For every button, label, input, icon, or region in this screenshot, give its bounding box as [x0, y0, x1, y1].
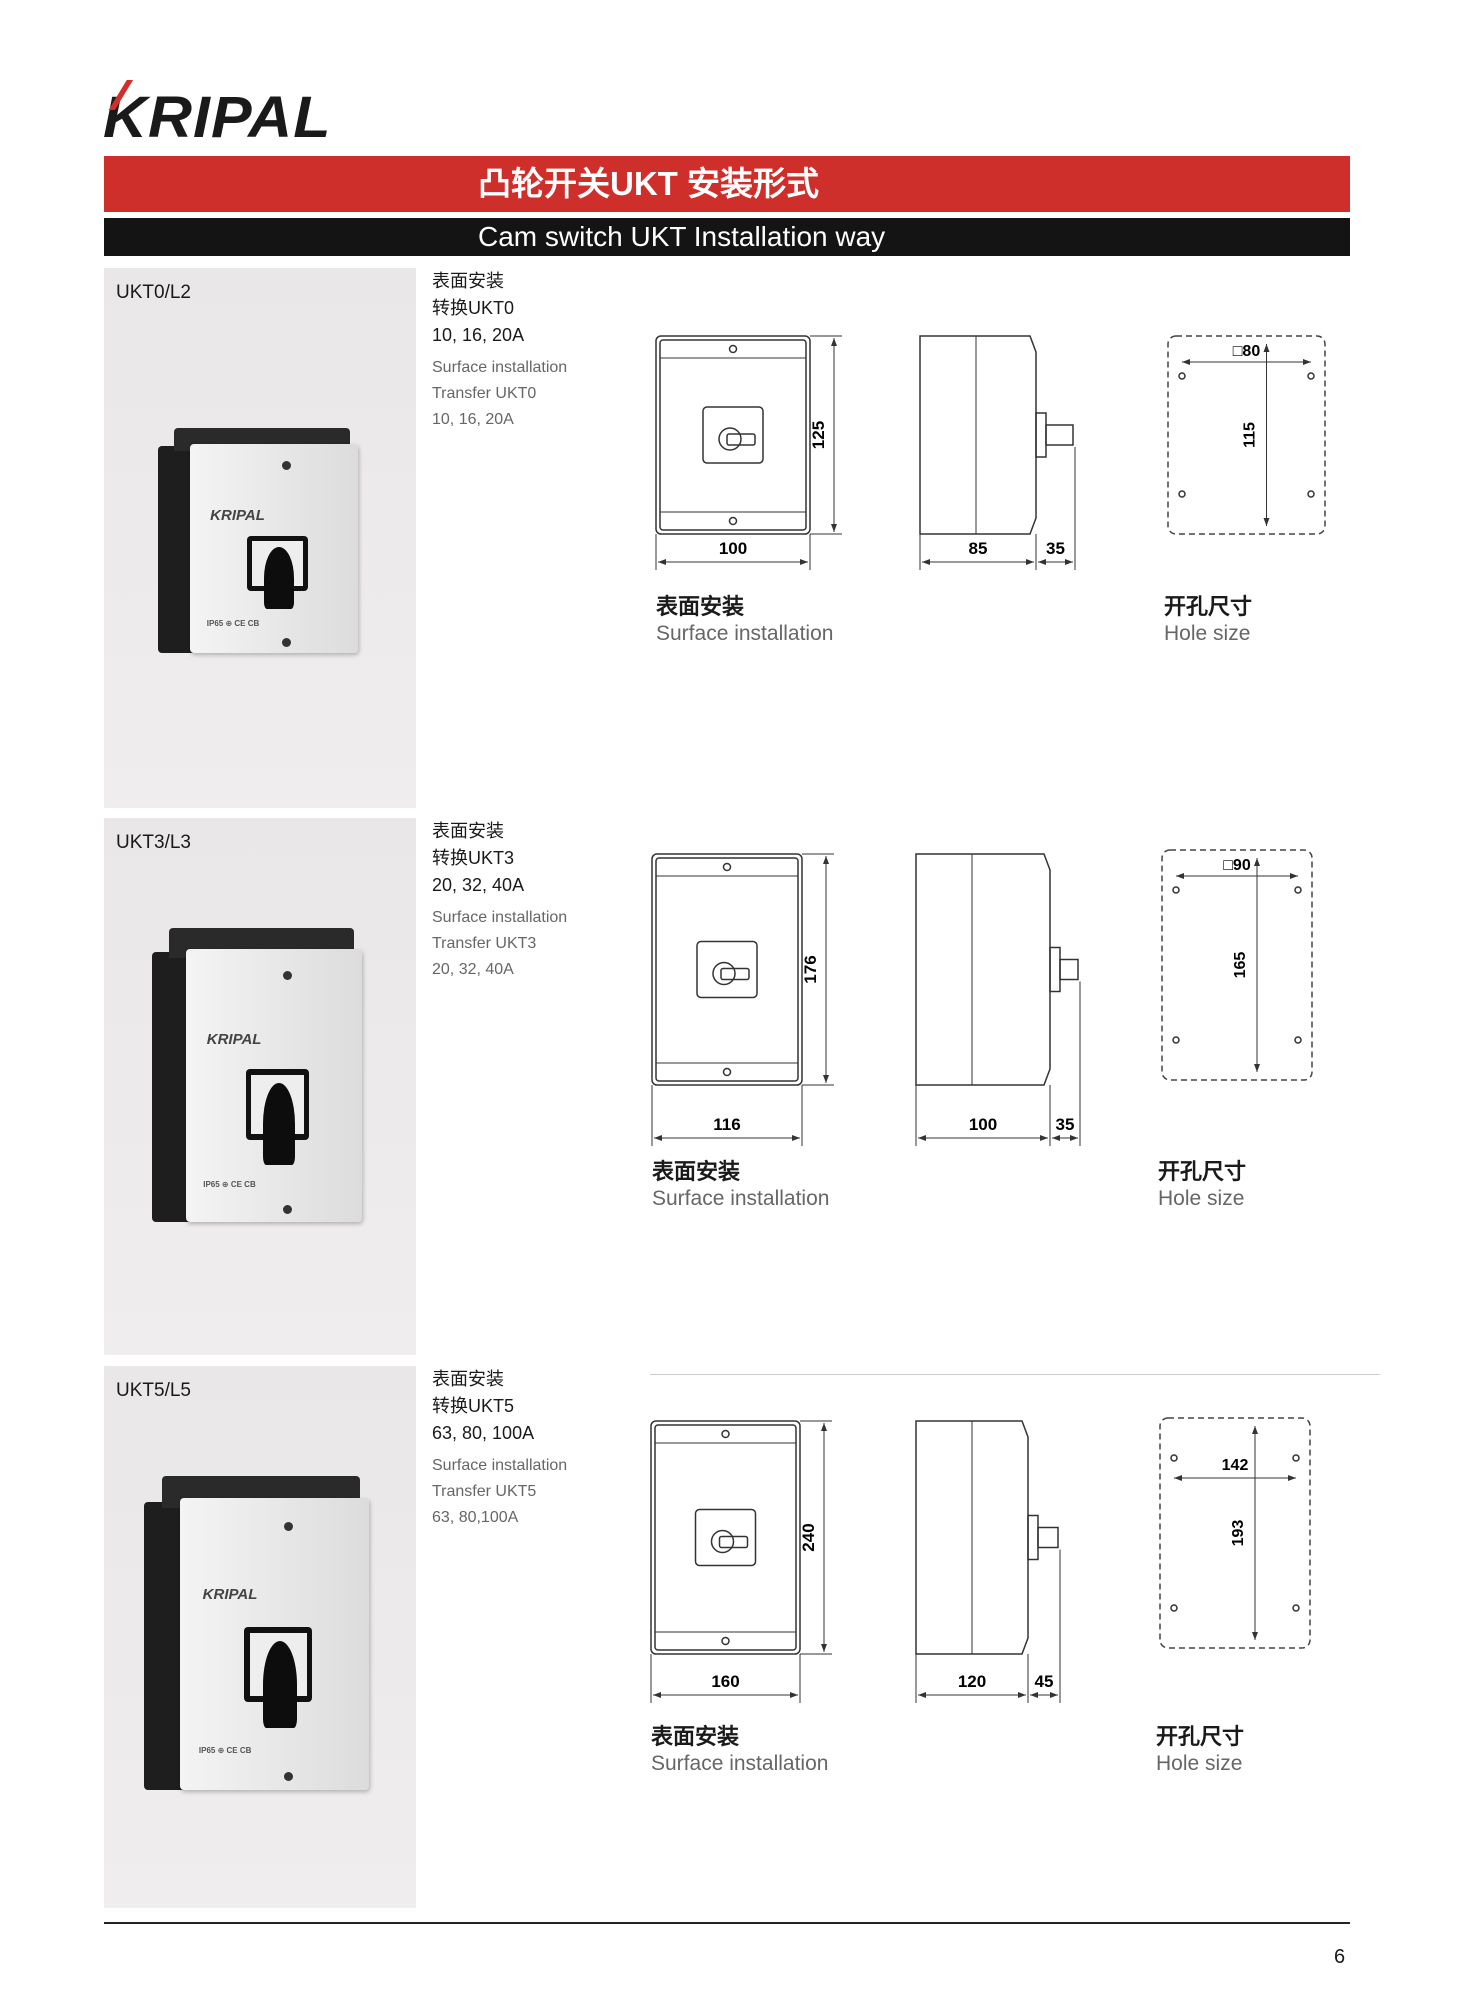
photo-marking: IP65 ⊕ CE CB	[206, 619, 260, 629]
dim-depth: 85	[969, 539, 988, 558]
hole-size-view	[1159, 1417, 1311, 1649]
label-surface-cn: 表面安装	[656, 594, 744, 619]
desc-cn-0: 表面安装	[432, 821, 504, 841]
dim-height: 176	[801, 955, 820, 983]
switch-enclosure-image: KRIPAL IP65 ⊕ CE CB	[144, 1476, 369, 1796]
kripal-logo: KRIPAL	[103, 80, 331, 151]
rotary-knob-icon	[263, 1082, 295, 1165]
label-surface-en: Surface installation	[652, 1187, 829, 1210]
footer-rule	[104, 1922, 1350, 1924]
dim-height: 125	[809, 421, 828, 449]
dim-width: 116	[713, 1115, 740, 1134]
product-photo-panel: UKT5/L5 KRIPAL IP65 ⊕ CE CB	[104, 1366, 416, 1908]
section-divider	[650, 1374, 1380, 1375]
photo-marking: IP65 ⊕ CE CB	[198, 1745, 252, 1755]
hole-size-view	[1161, 849, 1313, 1081]
label-hole-cn: 开孔尺寸	[1164, 594, 1252, 619]
label-hole-cn: 开孔尺寸	[1156, 1724, 1244, 1749]
desc-en-0: Surface installation	[432, 909, 568, 926]
label-hole-en: Hole size	[1156, 1752, 1242, 1775]
desc-cn-1: 转换UKT0	[432, 298, 515, 318]
desc-en-1: Transfer UKT3	[432, 935, 537, 952]
dim-hole-height: 115	[1242, 422, 1259, 448]
product-section: UKT5/L5 KRIPAL IP65 ⊕ CE CB 表面安装 转换UKT5 …	[0, 1366, 1464, 1928]
desc-cn-2: 63, 80, 100A	[432, 1423, 535, 1443]
desc-en-2: 20, 32, 40A	[432, 961, 514, 978]
dim-hole-width: 142	[1222, 1457, 1249, 1474]
desc-cn-0: 表面安装	[432, 271, 504, 291]
dim-width: 160	[711, 1672, 739, 1691]
hole-size-view	[1167, 335, 1326, 535]
dim-height: 240	[799, 1523, 818, 1551]
label-hole-cn: 开孔尺寸	[1158, 1159, 1246, 1184]
label-surface-cn: 表面安装	[652, 1159, 740, 1184]
product-description: 表面安装 转换UKT5 63, 80, 100A Surface install…	[432, 1366, 632, 1531]
desc-cn-1: 转换UKT3	[432, 848, 515, 868]
dim-depth: 100	[969, 1115, 997, 1134]
side-view	[915, 853, 1079, 1086]
model-name: UKT0/L2	[116, 282, 191, 303]
front-view	[651, 853, 803, 1086]
label-hole-en: Hole size	[1164, 622, 1250, 645]
title-banner-en: Cam switch UKT Installation way	[104, 218, 1350, 256]
dim-depth: 120	[958, 1672, 986, 1691]
desc-cn-1: 转换UKT5	[432, 1396, 515, 1416]
rotary-knob-icon	[263, 546, 295, 610]
desc-en-2: 10, 16, 20A	[432, 411, 514, 428]
dimension-drawing: 160 240 120 45 142 193 表面安装 Surfac	[650, 1417, 1311, 1775]
label-surface-en: Surface installation	[651, 1752, 828, 1775]
model-name: UKT3/L3	[116, 832, 191, 853]
dim-knob-depth: 35	[1046, 539, 1065, 558]
desc-cn-0: 表面安装	[432, 1369, 504, 1389]
photo-brand-logo: KRIPAL	[206, 1030, 262, 1048]
dim-knob-depth: 35	[1056, 1115, 1075, 1134]
front-view	[655, 335, 811, 535]
dim-hole-height: 165	[1232, 952, 1249, 979]
photo-brand-logo: KRIPAL	[210, 506, 265, 524]
side-view	[919, 335, 1074, 535]
product-description: 表面安装 转换UKT0 10, 16, 20A Surface installa…	[432, 268, 632, 433]
photo-marking: IP65 ⊕ CE CB	[203, 1180, 256, 1190]
product-photo-panel: UKT3/L3 KRIPAL IP65 ⊕ CE CB	[104, 818, 416, 1355]
dim-hole-width: □90	[1223, 857, 1251, 874]
dim-hole-height: 193	[1230, 1520, 1247, 1547]
dimension-drawing: 100 125 85 35 □80 115 表面安装 Surface	[655, 335, 1326, 645]
title-banner-cn: 凸轮开关UKT 安装形式	[104, 156, 1350, 212]
desc-en-0: Surface installation	[432, 359, 568, 376]
front-view	[650, 1420, 801, 1655]
desc-en-1: Transfer UKT5	[432, 1483, 537, 1500]
dim-knob-depth: 45	[1035, 1672, 1054, 1691]
rotary-knob-icon	[263, 1641, 298, 1729]
desc-en-0: Surface installation	[432, 1457, 568, 1474]
switch-enclosure-image: KRIPAL IP65 ⊕ CE CB	[152, 928, 362, 1228]
desc-en-2: 63, 80,100A	[432, 1509, 519, 1526]
product-section: UKT3/L3 KRIPAL IP65 ⊕ CE CB 表面安装 转换UKT3 …	[0, 818, 1464, 1375]
desc-cn-2: 10, 16, 20A	[432, 325, 525, 345]
dimension-drawing: 116 176 100 35 □90 165 表面安装 Surfac	[651, 849, 1313, 1210]
page-number: 6	[1334, 1946, 1346, 1968]
dim-width: 100	[719, 539, 747, 558]
product-description: 表面安装 转换UKT3 20, 32, 40A Surface installa…	[432, 818, 632, 983]
model-name: UKT5/L5	[116, 1380, 191, 1401]
label-hole-en: Hole size	[1158, 1187, 1244, 1210]
label-surface-en: Surface installation	[656, 622, 833, 645]
desc-cn-2: 20, 32, 40A	[432, 875, 525, 895]
photo-brand-logo: KRIPAL	[202, 1585, 258, 1603]
product-section: UKT0/L2 KRIPAL IP65 ⊕ CE CB 表面安装 转换UKT0 …	[0, 268, 1464, 828]
side-view	[915, 1420, 1059, 1655]
switch-enclosure-image: KRIPAL IP65 ⊕ CE CB	[158, 428, 358, 658]
desc-en-1: Transfer UKT0	[432, 385, 537, 402]
product-photo-panel: UKT0/L2 KRIPAL IP65 ⊕ CE CB	[104, 268, 416, 808]
label-surface-cn: 表面安装	[651, 1724, 739, 1749]
dim-hole-width: □80	[1233, 343, 1261, 360]
